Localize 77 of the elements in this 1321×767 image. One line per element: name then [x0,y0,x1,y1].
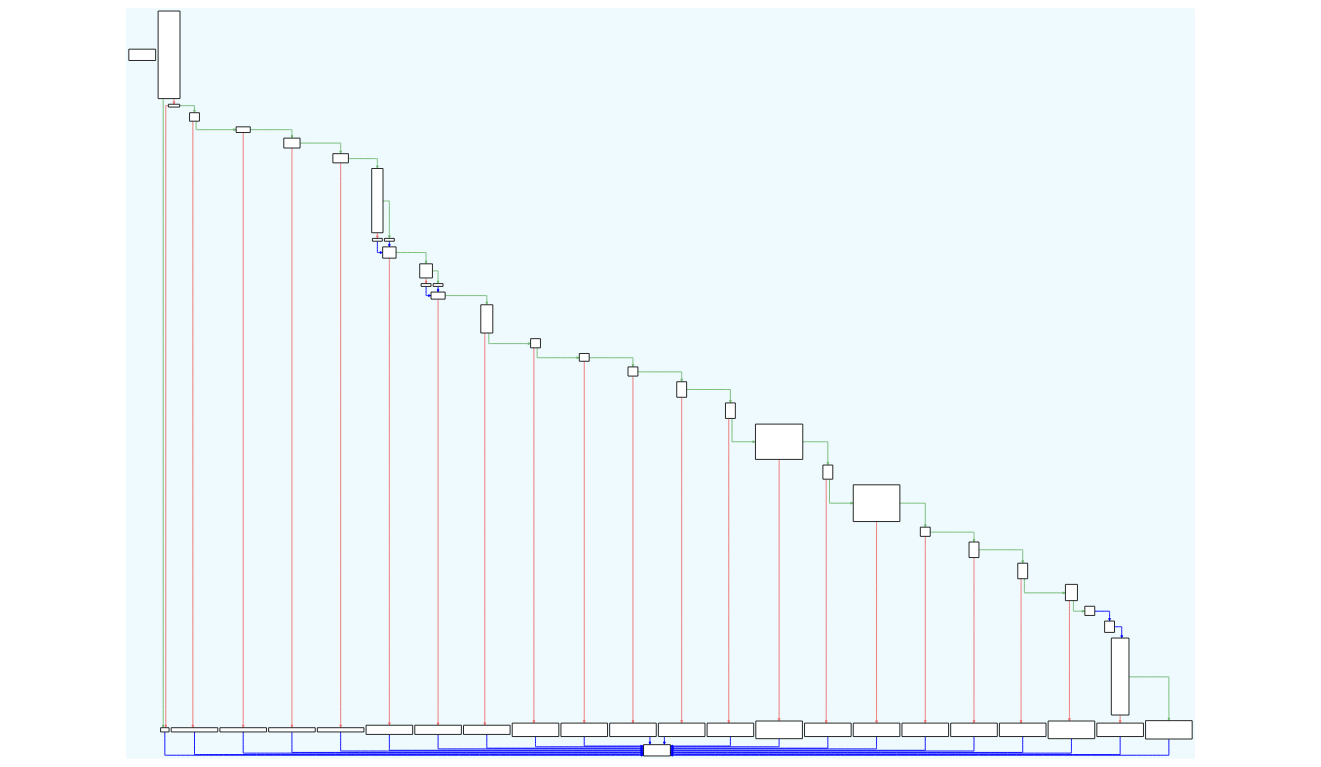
arrow [829,478,854,505]
arrow [680,397,683,724]
arrow [923,536,927,724]
arrow [299,142,342,154]
node-box [316,727,365,733]
arrow [631,375,635,724]
arrow [777,459,781,722]
arrow [1068,600,1071,722]
arrow [172,98,176,105]
arrow [436,298,440,726]
node-box [432,283,444,287]
arrow [249,129,294,139]
arrow [648,736,652,745]
node-box [676,381,688,398]
arrow [978,549,1025,564]
arrow [483,332,487,726]
node-box [1065,583,1078,602]
arrow [686,389,732,404]
arrow [376,240,383,254]
arrow [899,502,927,528]
arrow [348,158,379,169]
arrow [436,286,440,293]
arrow [637,371,683,383]
arrow [395,252,428,265]
node-box [657,722,706,737]
node-box [268,727,316,733]
arrow [444,295,489,305]
node-box [480,304,494,334]
arrow [536,347,580,360]
arrow [972,557,976,724]
arrow [802,441,830,466]
node-box [1145,720,1193,740]
arrow [588,357,635,368]
node-box [755,423,804,460]
arrow [1023,578,1066,595]
arrow [290,147,294,728]
node-box [128,48,157,61]
node-box [189,112,200,122]
arrow [929,531,976,543]
arrow [875,521,878,724]
arrow [1114,626,1124,639]
arrow [179,105,196,114]
arrow [339,162,342,728]
node-box [643,744,671,757]
arrow [164,105,169,729]
arrow [432,270,440,284]
node-box [755,720,803,740]
arrow [731,418,756,444]
node-box [419,263,433,279]
node-box [1084,605,1096,616]
arrow [532,347,536,724]
node-box [822,464,834,480]
arrow [824,478,828,724]
node-box [530,338,541,349]
arrow [195,120,237,131]
node-box [382,246,397,259]
arrow [727,418,731,724]
node-box [627,366,639,377]
arrow [1094,610,1111,622]
node-box [420,283,432,287]
arrow [191,120,195,729]
arrow [488,332,531,345]
node-box [725,402,736,419]
arrow [382,200,391,239]
node-box [371,168,384,234]
arrow [1128,676,1171,722]
arrow [425,286,432,297]
node-box [160,727,170,733]
node-box [157,10,181,100]
node-box [332,153,349,164]
arrow [1072,600,1086,613]
node-box [170,727,219,733]
arrow [241,132,245,729]
node-box [219,727,267,733]
arrow [388,257,391,726]
arrow [582,360,586,724]
arrow [1019,578,1023,724]
